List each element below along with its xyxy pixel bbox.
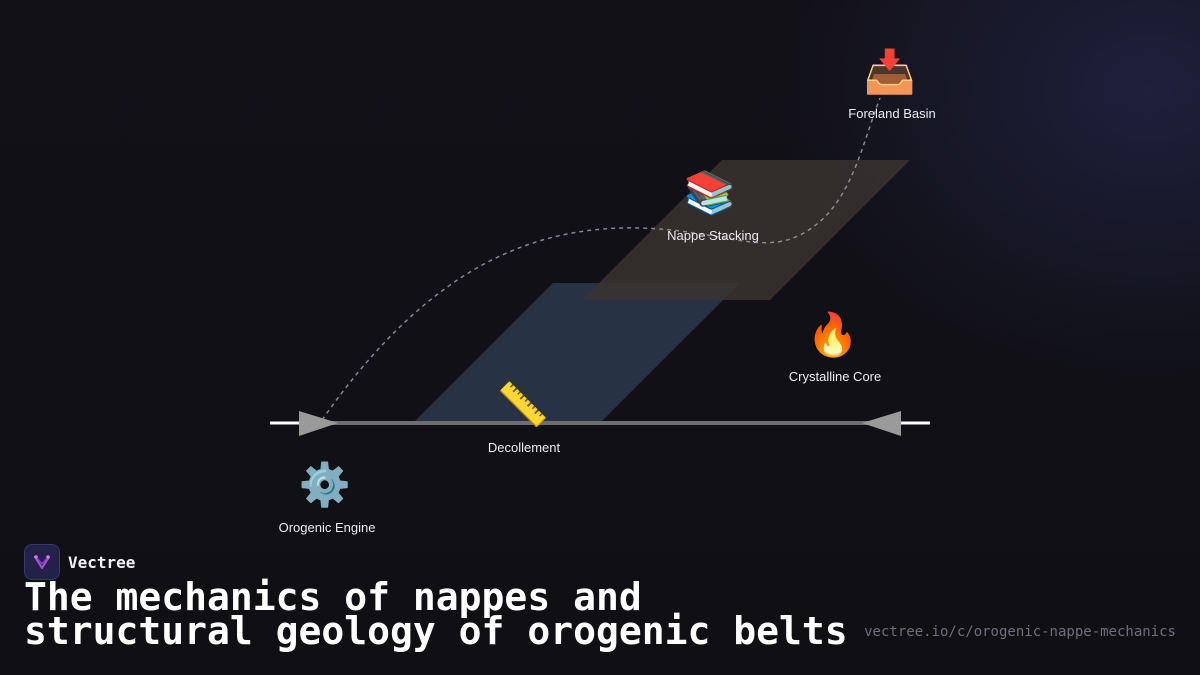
page-title: The mechanics of nappes and structural g… [24, 575, 848, 653]
node-label-decollement: Decollement [487, 440, 561, 455]
arrow-head-left [299, 411, 338, 436]
decollement-panel [413, 283, 740, 423]
fire-icon: 🔥 [806, 310, 860, 359]
brand: Vectree [24, 544, 135, 580]
vectree-logo-icon [24, 544, 60, 580]
nappe-panel [582, 160, 910, 300]
books-icon: 📚 [683, 168, 737, 217]
arrow-head-right [862, 411, 901, 436]
flow-path [321, 97, 881, 421]
ruler-icon: 📏 [496, 380, 550, 429]
node-label-crystalline-core: Crystalline Core [788, 369, 882, 384]
brand-name: Vectree [68, 552, 136, 572]
node-label-nappe-stacking: Nappe Stacking [667, 228, 759, 243]
node-label-orogenic-engine: Orogenic Engine [278, 520, 376, 535]
inbox-tray-icon: 📥 [863, 47, 917, 96]
node-label-foreland-basin: Foreland Basin [848, 106, 936, 121]
gear-icon: ⚙️ [298, 460, 352, 509]
page-url: vectree.io/c/orogenic-nappe-mechanics [864, 624, 1176, 640]
